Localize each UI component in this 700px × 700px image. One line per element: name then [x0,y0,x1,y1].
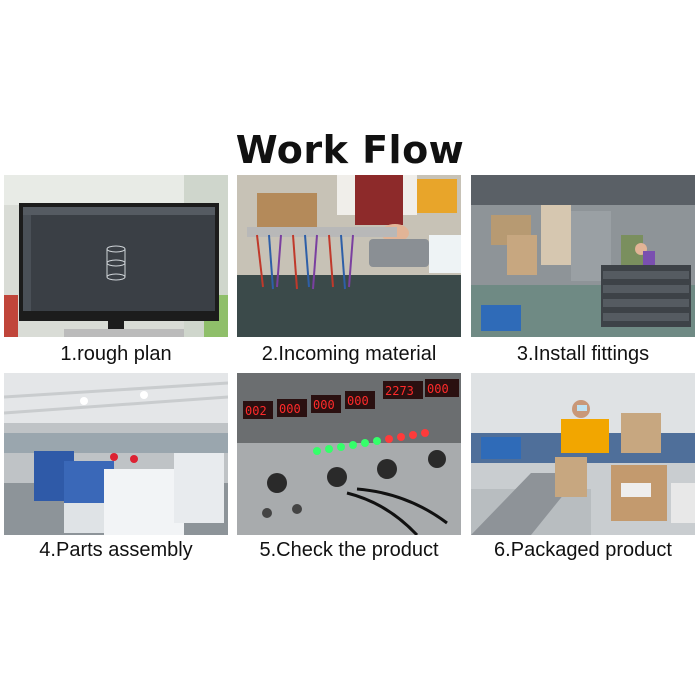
svg-text:000: 000 [279,402,301,416]
svg-text:002: 002 [245,404,267,418]
step-caption: 1.rough plan [60,343,172,365]
svg-text:000: 000 [313,398,335,412]
designer-monitor-cad-photo [4,175,228,337]
test-panel-displays-photo: 002 000 000 000 2273 000 [237,373,461,535]
svg-text:2273: 2273 [385,384,414,398]
step-caption: 4.Parts assembly [39,539,193,561]
assembly-line-hall-photo [4,373,228,535]
step-caption: 6.Packaged product [494,539,672,561]
svg-text:000: 000 [347,394,369,408]
worker-packing-boxes-photo [471,373,695,535]
step-caption: 2.Incoming material [261,343,437,365]
svg-text:000: 000 [427,382,449,396]
page-title: Work Flow [235,128,465,172]
factory-floor-stacks-photo [471,175,695,337]
worker-sorting-wires-photo [237,175,461,337]
step-caption: 3.Install fittings [516,343,650,365]
step-caption: 5.Check the product [259,539,439,561]
